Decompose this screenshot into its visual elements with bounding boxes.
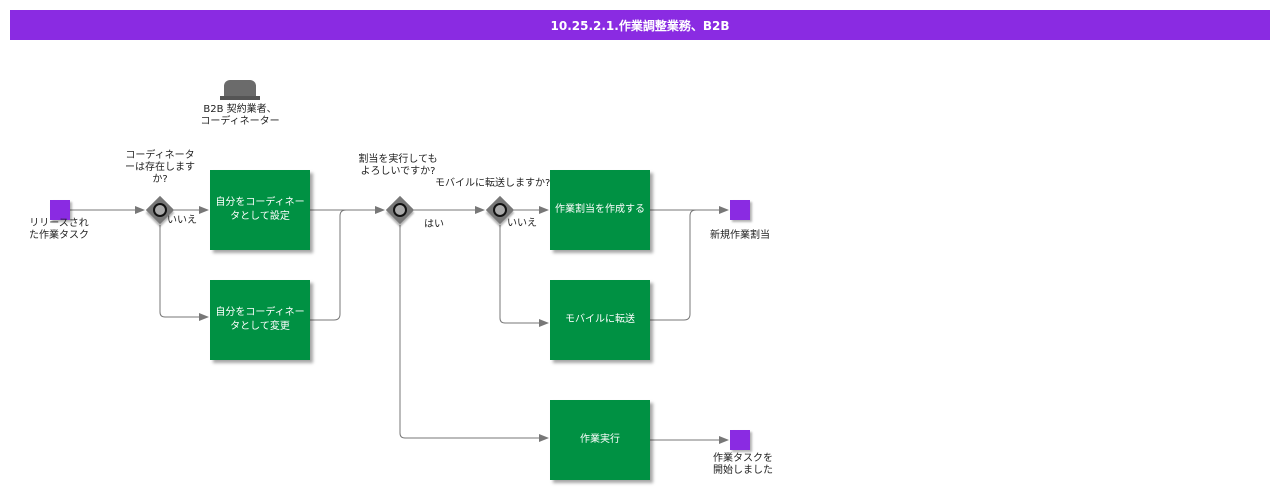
gateway-coordinator-exists-label: コーディネーターは存在しますか? <box>125 150 195 185</box>
end-event-task-started[interactable] <box>730 430 750 450</box>
flow-change-to-gw2 <box>310 209 347 321</box>
flow-label-no2: いいえ <box>507 218 537 229</box>
task-create-assignment[interactable]: 作業割当を作成する <box>550 170 650 250</box>
flow-gw2-to-execute <box>399 225 549 442</box>
gateway-ring-icon <box>153 203 167 217</box>
end-event-new-assignment[interactable] <box>730 200 750 220</box>
flow-gw3-to-mobile <box>499 225 549 327</box>
diagram-title: 10.25.2.1.作業調整業務、B2B <box>10 10 1270 40</box>
gateway-ring-icon <box>393 203 407 217</box>
end-event-task-started-label: 作業タスクを 開始しました <box>713 453 773 476</box>
task-execute-work[interactable]: 作業実行 <box>550 400 650 480</box>
start-event[interactable] <box>50 200 70 220</box>
gateway-ok-to-execute-label: 割当を実行してもよろしいですか? <box>358 154 438 177</box>
task-transfer-mobile[interactable]: モバイルに転送 <box>550 280 650 360</box>
flow-gw1-to-change <box>159 225 209 321</box>
flow-label-yes: はい <box>424 219 444 230</box>
flow-mobile-to-end <box>650 209 697 321</box>
flow-label-no1: いいえ <box>167 215 197 226</box>
gateway-mobile-transfer-label: モバイルに転送しますか? <box>435 178 551 189</box>
actor-label: B2B 契約業者、コーディネーター <box>200 104 280 127</box>
task-change-coordinator[interactable]: 自分をコーディネータとして変更 <box>210 280 310 360</box>
gateway-ring-icon <box>493 203 507 217</box>
start-event-label: リリースされた作業タスク <box>29 218 89 241</box>
actor-icon <box>220 80 260 100</box>
task-set-coordinator[interactable]: 自分をコーディネータとして設定 <box>210 170 310 250</box>
end-event-new-assignment-label: 新規作業割当 <box>710 230 770 241</box>
